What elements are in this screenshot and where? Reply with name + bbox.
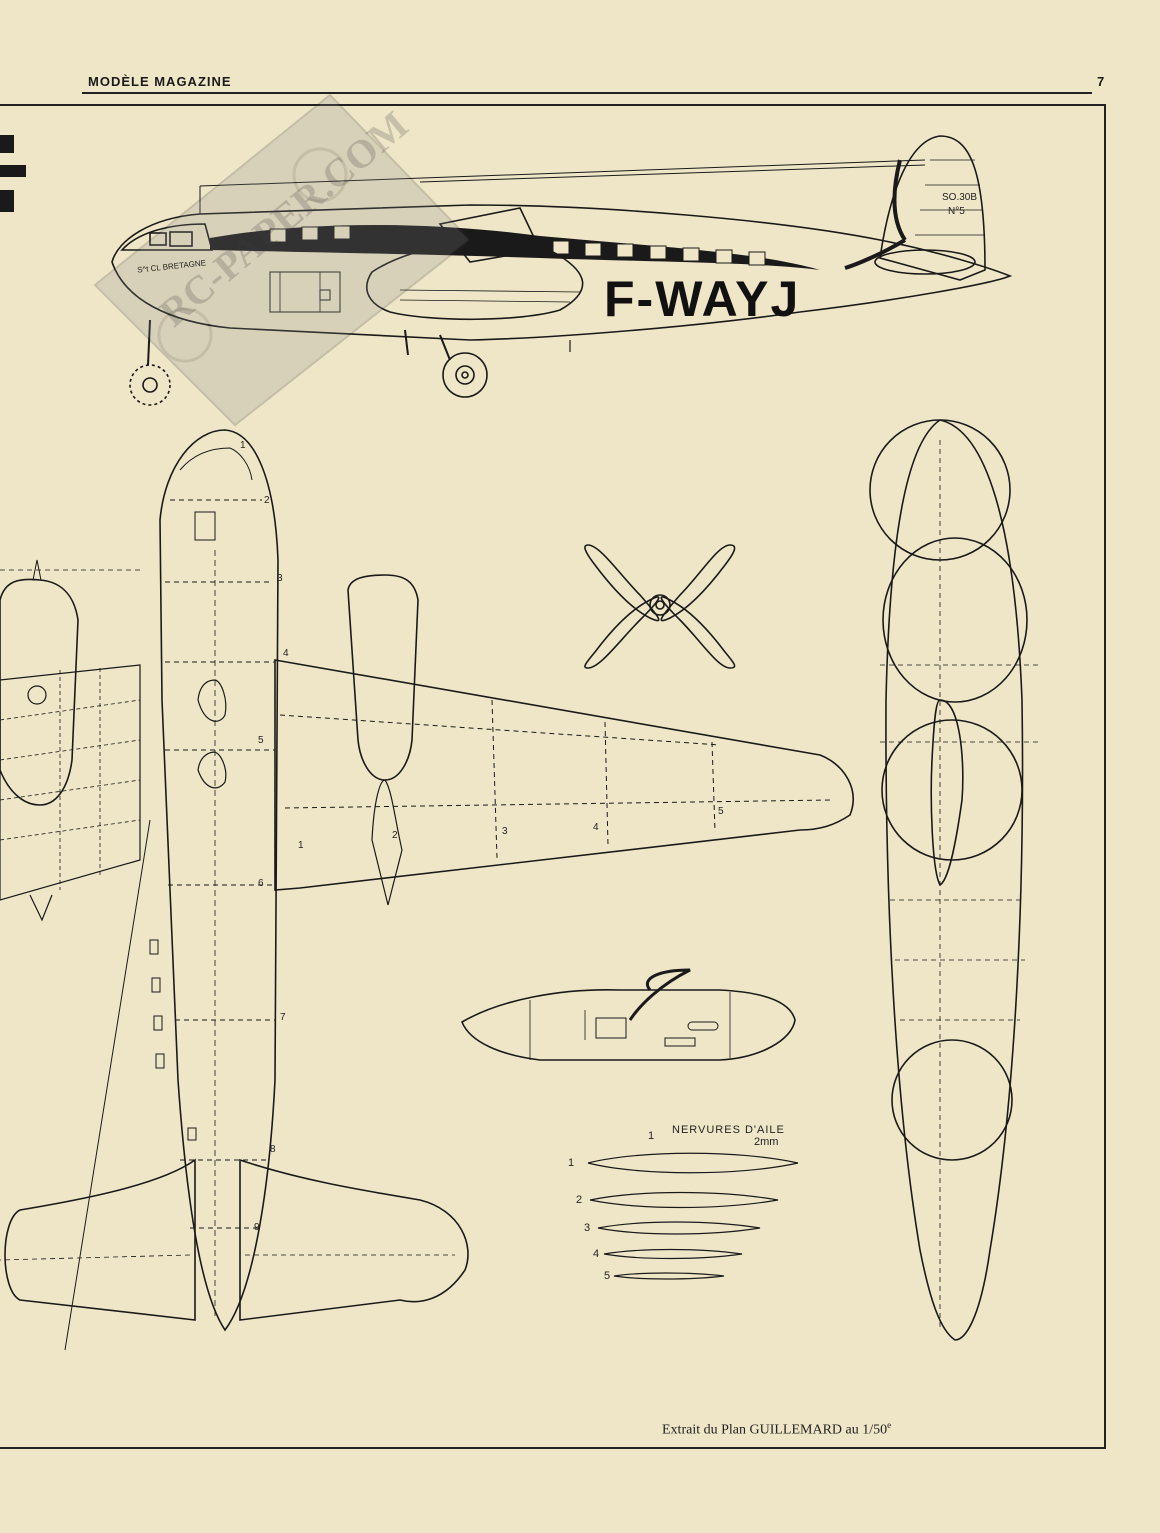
wing-station-3: 3	[502, 826, 508, 837]
frame-top-rule	[0, 104, 1106, 106]
side-registration: F-WAYJ	[604, 271, 801, 327]
rib-top-label: 1	[648, 1130, 655, 1142]
side-main-gear	[439, 334, 488, 398]
side-cockpit	[120, 223, 214, 251]
plan-wing-right	[274, 659, 854, 891]
watermark-stamp	[93, 93, 472, 427]
wing-station-4: 4	[593, 822, 599, 833]
side-view	[111, 135, 1013, 406]
fuselage-station-9: 9	[254, 1222, 260, 1233]
page-number: 7	[1097, 74, 1105, 89]
rib-number-4: 4	[593, 1248, 600, 1260]
magazine-title: MODÈLE MAGAZINE	[88, 74, 232, 89]
plan-nacelle-right	[347, 574, 419, 781]
side-windshield-1	[149, 232, 167, 246]
caption-superscript: e	[887, 1420, 892, 1430]
fuselage-station-3: 3	[277, 573, 283, 584]
rib-number-1: 1	[568, 1157, 575, 1169]
rib-section-title: NERVURES D'AILE	[672, 1124, 785, 1136]
fuselage-station-5: 5	[258, 735, 264, 746]
frame-right-rule	[1104, 104, 1106, 1448]
rib-sections	[587, 1152, 799, 1280]
rib-number-5: 5	[604, 1270, 611, 1282]
fuselage-cross-view	[869, 419, 1040, 1341]
nacelle-side	[460, 968, 796, 1061]
caption-text: Extrait du Plan GUILLEMARD au 1/50	[662, 1422, 888, 1438]
fuselage-station-7: 7	[280, 1012, 286, 1023]
plan-wing-left	[0, 664, 141, 901]
side-nacelle	[366, 240, 584, 321]
propeller-front	[584, 544, 736, 669]
rib-number-2: 2	[576, 1194, 583, 1206]
frame-bottom-rule	[0, 1447, 1106, 1449]
side-windshield-2	[169, 231, 193, 247]
side-antenna	[199, 159, 926, 187]
fuselage-station-4: 4	[283, 648, 289, 659]
fuselage-station-8: 8	[270, 1144, 276, 1155]
side-wing-tip	[438, 207, 542, 263]
fin-marking-2: N°5	[948, 206, 965, 217]
side-window-stripe	[210, 224, 820, 270]
side-tail-prop	[844, 159, 907, 270]
wing-station-5: 5	[718, 806, 724, 817]
header-rule	[82, 92, 1092, 94]
fuselage-station-1: 1	[240, 440, 246, 451]
fuselage-station-2: 2	[264, 495, 270, 506]
side-fuselage	[111, 204, 1013, 341]
fuselage-station-6: 6	[258, 878, 264, 889]
plan-nacelle-left	[0, 578, 79, 806]
wing-station-1: 1	[298, 840, 304, 851]
fin-marking-1: SO.30B	[942, 192, 978, 203]
rib-number-3: 3	[584, 1222, 591, 1234]
side-tailplane	[874, 249, 976, 275]
side-windows	[269, 225, 766, 266]
plan-caption: Extrait du Plan GUILLEMARD au 1/50e	[662, 1420, 891, 1439]
side-cowl	[269, 271, 341, 313]
wing-station-2: 2	[392, 830, 398, 841]
title-letter-fragment	[0, 135, 26, 212]
plan-tailplane	[239, 1158, 469, 1321]
rib-thickness: 2mm	[754, 1136, 779, 1148]
plan-view	[0, 429, 854, 1351]
side-nose-gear	[129, 319, 171, 406]
